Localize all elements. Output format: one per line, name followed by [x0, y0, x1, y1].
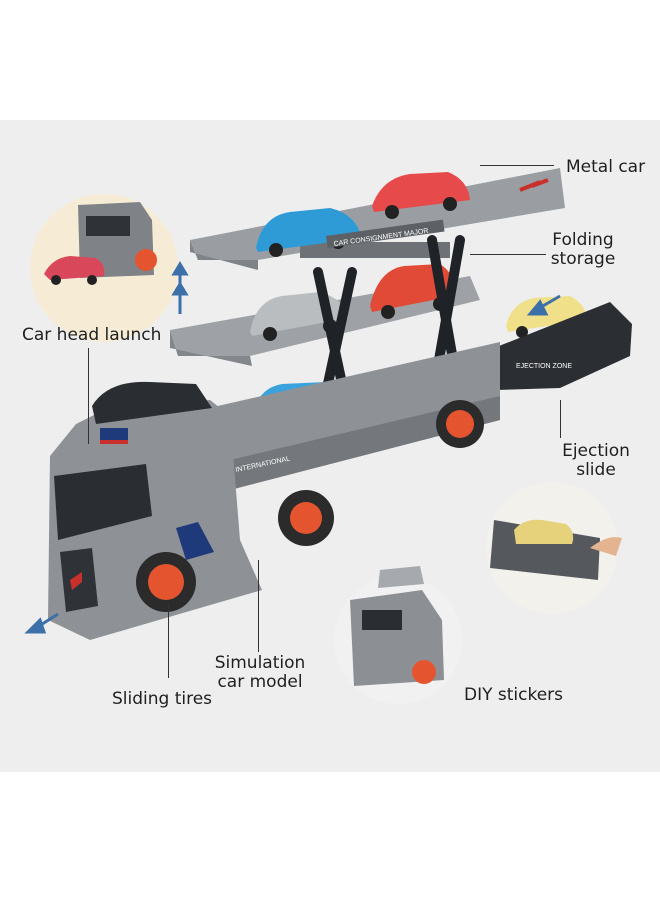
label-folding-storage: Folding storage [546, 231, 620, 269]
label-metal-car: Metal car [566, 157, 646, 177]
wheels [136, 400, 484, 612]
direction-arrows [24, 261, 561, 634]
leader-sliding-tires [168, 604, 169, 678]
trailer: INTERNATIONAL [200, 342, 500, 490]
ejection-slide-inset [486, 482, 622, 614]
car-head-launch-inset [30, 194, 178, 342]
ejection-zone-text: EJECTION ZONE [516, 363, 572, 370]
leader-folding-storage [470, 254, 546, 255]
label-ejection-slide: Ejection slide [558, 442, 634, 480]
label-car-head-launch: Car head launch [22, 325, 162, 345]
label-simulation-car-model: Simulation car model [210, 654, 310, 692]
leader-car-head-launch [88, 348, 89, 444]
label-folding-line-2: storage [550, 249, 616, 269]
label-simulation-line-1: Simulation [214, 653, 306, 673]
diy-stickers-inset [334, 566, 462, 704]
truck-cab [48, 381, 262, 640]
leader-ejection-slide [560, 400, 561, 438]
label-folding-line-1: Folding [552, 230, 614, 250]
ejection-ramp: EJECTION ZONE [494, 302, 632, 390]
leader-metal-car [480, 165, 554, 166]
label-sliding-tires: Sliding tires [112, 689, 213, 709]
product-illustration: EJECTION ZONE INTERNATIONAL CAR CONSIGNM… [24, 168, 632, 704]
leader-simulation [258, 560, 259, 652]
label-ejection-line-1: Ejection [562, 441, 630, 461]
label-diy-stickers: DIY stickers [464, 685, 564, 705]
label-simulation-line-2: car model [217, 672, 303, 692]
label-ejection-line-2: slide [576, 460, 616, 480]
